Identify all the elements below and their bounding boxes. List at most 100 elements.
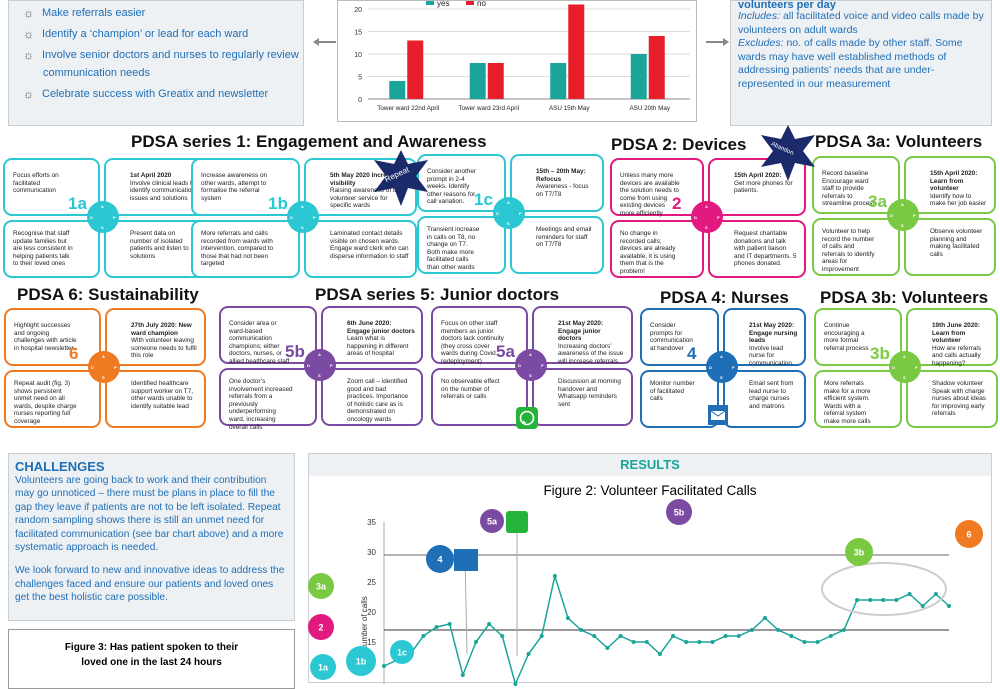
hub-letter: D (307, 363, 310, 368)
data-point (513, 682, 518, 686)
data-point (710, 640, 715, 644)
quadrant-text: Request charitable donations and talk wi… (734, 230, 797, 268)
quadrant-text: Get more phones for patients. (734, 179, 793, 195)
quadrant-br: Laminated contact details visible on cho… (304, 220, 417, 278)
quadrant-bl: Monitor number of facilitated calls (640, 370, 719, 428)
quadrant-text: With volunteer leaving someone needs to … (131, 337, 197, 360)
data-point (894, 598, 899, 602)
hub-letter: S (507, 221, 510, 226)
data-point (382, 664, 386, 668)
quadrant-text: More referrals and calls recorded from w… (201, 230, 274, 268)
quadrant-text: More referrals make for a more efficient… (824, 380, 871, 425)
pdsa-cycle-3a: Record baseline Encourage ward staff to … (812, 156, 996, 276)
sun-icon: ☼ (23, 48, 34, 62)
hub-letter: A (301, 204, 304, 209)
quadrant-br: Meetings and email reminders for staff o… (510, 216, 604, 274)
heading-series1: PDSA series 1: Engagement and Awareness (131, 132, 487, 151)
y-tick-label: 15 (354, 30, 362, 37)
data-point (802, 640, 807, 644)
x-tick-label: Tower ward 23rd April (458, 105, 519, 112)
data-point (657, 652, 662, 656)
hub-letter: D (518, 363, 521, 368)
cycle-number: 1b (268, 194, 288, 213)
timeline-marker-label: 6 (966, 530, 971, 540)
pdsa-cycle-3b: Continue encouraging a more formal refer… (814, 308, 998, 428)
quadrant-text: Focus efforts on facilitated communicati… (13, 172, 59, 195)
hub-letter: P (913, 213, 916, 218)
list-item: ☼ Involve senior doctors and nurses to re… (23, 48, 303, 66)
quadrant-text: No observable effect on the number of re… (441, 378, 500, 401)
quadrant-tl: Focus efforts on facilitated communicati… (3, 158, 100, 216)
quadrant-text: Highlight successes and ongoing challeng… (14, 322, 77, 352)
quadrant-br: Shadow volunteer Speak with charge nurse… (906, 370, 998, 428)
quadrant-bl: No change in recorded calls; devices are… (610, 220, 704, 278)
quadrant-text: Laminated contact details visible on cho… (330, 230, 409, 260)
quadrant-tl: Consider area or ward-based communicatio… (219, 306, 317, 365)
list-item: ☼ Identify a ‘champion’ or lead for each … (23, 27, 303, 48)
hub-letter: A (903, 354, 906, 359)
x-tick-label: Tower ward 22nd April (377, 105, 439, 112)
quadrant-tl: Record baseline Encourage ward staff to … (812, 156, 900, 214)
data-point (434, 625, 439, 629)
quadrant-bl: Repeat audit (fig. 3) shows persistent u… (4, 370, 101, 428)
sun-icon: ☼ (23, 87, 34, 101)
data-point (697, 640, 702, 644)
quadrant-text: Discussion at morning handover and Whats… (558, 378, 621, 408)
bar-yes (550, 63, 567, 99)
quadrant-date: 15th April 2020: (734, 172, 782, 179)
quadrant-text: Awareness - focus on T7/T8 (536, 183, 589, 198)
hub-letter: A (720, 354, 723, 359)
quadrant-date: 15th April 2020: Learn from volunteer (930, 170, 978, 193)
timeline-marker-label: 4 (437, 555, 442, 565)
excludes-text: no. of calls made by other staff. Some w… (738, 37, 963, 90)
data-point (828, 634, 833, 638)
pdsa-cycle-1a: Focus efforts on facilitated communicati… (3, 158, 206, 278)
hub-letter: P (313, 215, 316, 220)
quadrant-text: Zoom call – identified good and bad prac… (347, 378, 409, 423)
bar-no (648, 36, 665, 99)
legend-label: yes (437, 0, 449, 8)
heading-series5: PDSA series 5: Junior doctors (315, 285, 560, 304)
quadrant-text: Increase awareness on other wards, attem… (201, 172, 268, 202)
hub-letter: D (91, 365, 94, 370)
data-point (618, 634, 623, 638)
heading-pdsa3b: PDSA 3b: Volunteers (820, 288, 989, 307)
sun-icon: ☼ (23, 27, 34, 41)
list-item-text: Identify a ‘champion’ or lead for each w… (42, 28, 249, 40)
cycle-number: 5a (496, 342, 515, 361)
quadrant-br: Zoom call – identified good and bad prac… (321, 368, 423, 426)
data-point (421, 634, 426, 638)
bar-no (568, 4, 585, 99)
timeline-marker-label: 3b (854, 548, 865, 558)
timeline-marker-label: 2 (318, 623, 323, 633)
list-item-text: Involve senior doctors and nurses to reg… (42, 49, 299, 61)
results-title: RESULTS (309, 454, 991, 476)
quadrant-text: Identify how to make her job easier (930, 192, 987, 208)
hub-letter: P (915, 365, 918, 370)
top-left-panel: ☼Make referrals easier ☼Identify a ‘cham… (8, 0, 304, 126)
cycle-number: 5b (285, 342, 305, 361)
y-tick-label: 0 (358, 97, 362, 104)
results-panel: RESULTS Figure 2: Volunteer Facilitated … (308, 453, 992, 687)
cycle-number: 2 (672, 194, 682, 213)
challenges-title: CHALLENGES (15, 459, 105, 474)
bar-no (407, 40, 424, 99)
quadrant-text: Record baseline Encourage ward staff to … (822, 170, 876, 208)
data-point (631, 640, 636, 644)
hub-letter: D (290, 215, 293, 220)
data-point (920, 604, 925, 608)
list-item-text: Celebrate success with Greatix and newsl… (42, 88, 269, 100)
cycle-number: 4 (687, 344, 697, 363)
hub-letter: S (102, 375, 105, 380)
quadrant-text: Monitor number of facilitated calls (650, 380, 695, 403)
quadrant-text: One doctor’s involvement increased refer… (229, 378, 293, 431)
data-point (605, 646, 610, 650)
legend-label: no (477, 0, 486, 8)
hub-letter: D (90, 215, 93, 220)
hub-letter: P (519, 211, 522, 216)
hub-letter: S (901, 223, 904, 228)
timeline-marker (666, 499, 692, 525)
